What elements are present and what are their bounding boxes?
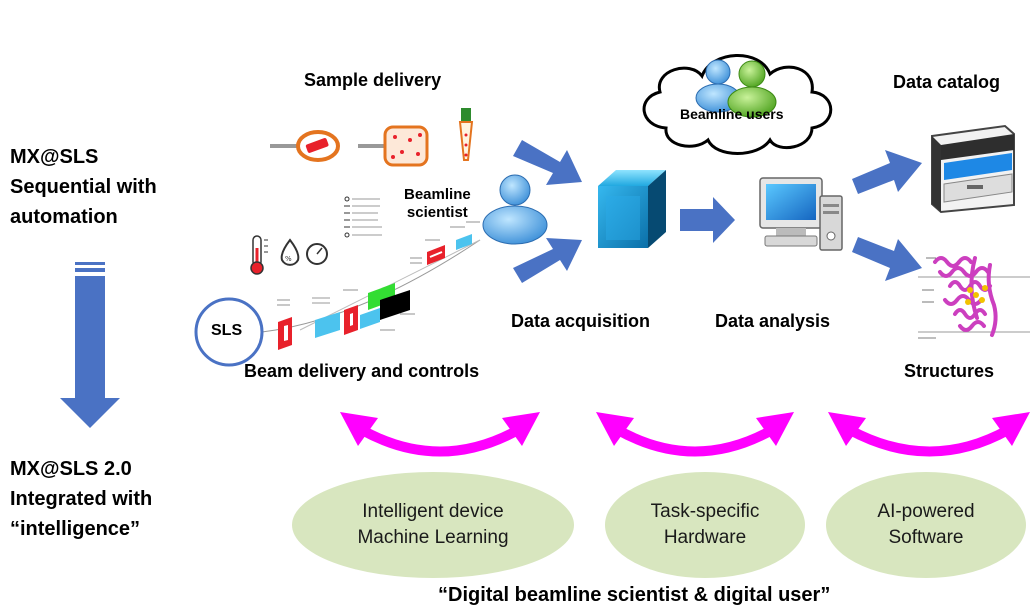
beamline-scientist-label-line2: scientist <box>406 204 468 221</box>
structures-label: Structures <box>904 361 995 381</box>
ellipse-2-line2: Hardware <box>663 527 747 548</box>
data-acquisition-cube-icon <box>598 170 666 248</box>
ai-powered-software-ellipse: AI-powered Software <box>826 472 1026 578</box>
beamline-users-label: Beamline users <box>680 106 784 122</box>
data-acquisition-label: Data acquisition <box>511 311 651 331</box>
svg-text:%: % <box>285 255 292 263</box>
sample-delivery-label: Sample delivery <box>304 70 442 90</box>
ellipse-3-line1: AI-powered <box>877 501 975 522</box>
mx-sls-2-line3: “intelligence” <box>10 518 141 540</box>
computer-icon <box>759 177 843 251</box>
caption-text: “Digital beamline scientist & digital us… <box>438 584 831 606</box>
mx-sls-line3: automation <box>10 206 118 228</box>
beamline-users-icon <box>695 59 777 118</box>
beamline-scientist-icon <box>482 174 548 245</box>
down-arrow-icon <box>60 262 120 428</box>
mx-sls-title: MX@SLS <box>10 146 99 168</box>
sls-label: SLS <box>211 322 243 339</box>
mx-sls-2-line2: Integrated with <box>10 488 153 510</box>
beam-delivery-label: Beam delivery and controls <box>244 361 480 381</box>
pressure-gauge-icon <box>306 243 328 265</box>
ellipse-1-line1: Intelligent device <box>362 501 504 522</box>
flow-arrows <box>513 140 922 283</box>
double-arrow-1 <box>340 412 540 457</box>
double-arrow-3 <box>828 412 1030 457</box>
data-catalog-label: Data catalog <box>893 72 1001 92</box>
mx-sls-2-text: MX@SLS 2.0 Integrated with “intelligence… <box>10 454 152 544</box>
protein-structure-image <box>918 256 1030 339</box>
intelligent-device-ellipse: Intelligent device Machine Learning <box>292 472 574 578</box>
ellipse-3-line2: Software <box>888 527 964 548</box>
sls-ring <box>194 297 264 367</box>
sample-loop-icon <box>270 130 340 162</box>
double-arrow-2 <box>596 412 794 457</box>
mx-sls-current-text: MX@SLS Sequential with automation <box>10 142 157 232</box>
mx-sls-2-title: MX@SLS 2.0 <box>10 458 132 480</box>
beamline-scientist-label-line1: Beamline <box>404 186 471 203</box>
thermometer-icon <box>250 235 268 275</box>
ellipse-2-line1: Task-specific <box>650 501 760 522</box>
ellipse-1-line2: Machine Learning <box>357 527 509 548</box>
sample-chip-icon <box>358 125 429 167</box>
beamline-scientist-label: Beamline scientist <box>404 186 471 222</box>
beamline-schematic <box>261 196 481 350</box>
data-catalog-cabinet-icon <box>931 4 1015 214</box>
mx-sls-line2: Sequential with <box>10 176 157 198</box>
task-specific-hardware-ellipse: Task-specific Hardware <box>605 472 805 578</box>
data-analysis-label: Data analysis <box>715 311 831 331</box>
humidity-icon: % <box>280 238 300 266</box>
sample-injector-icon <box>458 108 474 161</box>
